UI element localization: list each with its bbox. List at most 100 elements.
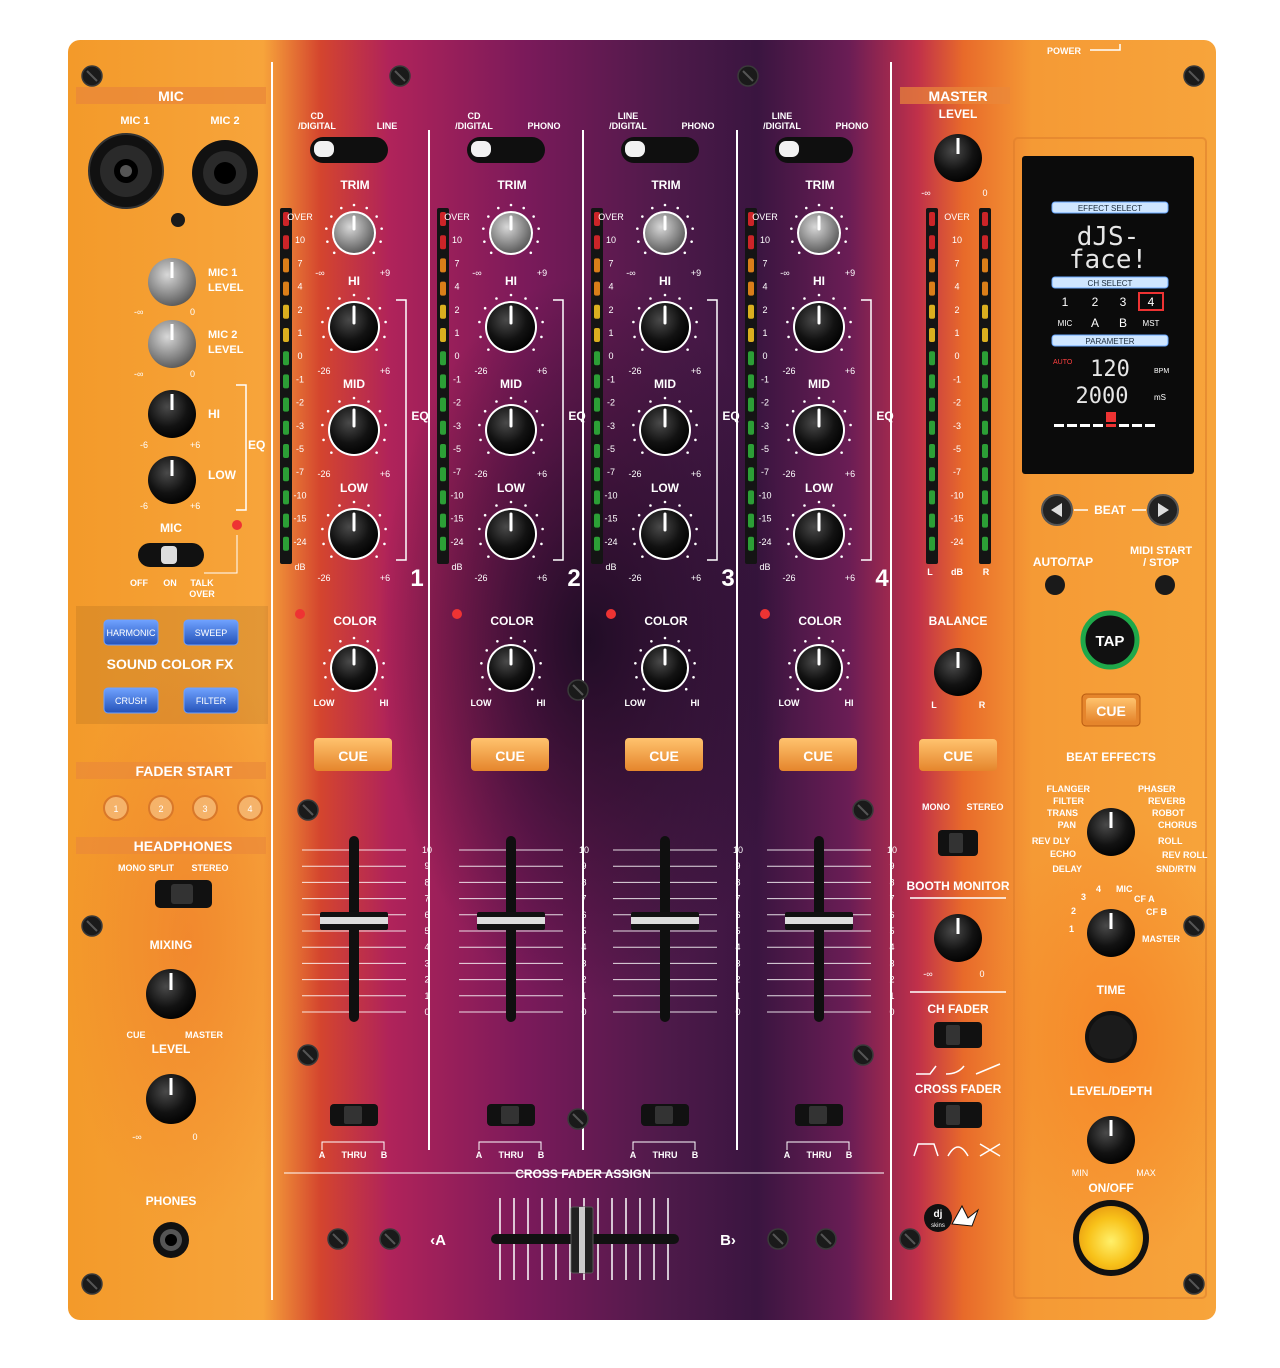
ch2-cue-button[interactable]: CUE — [471, 738, 549, 771]
ch2-meter-tick-1: 10 — [452, 235, 462, 245]
ch3-trim-knob[interactable] — [636, 203, 694, 255]
ch1-input-selector[interactable] — [310, 137, 388, 163]
mic2-jack[interactable] — [192, 140, 258, 206]
cross-fader-assign-title: CROSS FADER ASSIGN — [515, 1167, 651, 1181]
ch3-eq-low-knob[interactable] — [632, 500, 698, 560]
mic-low-knob[interactable] — [148, 456, 196, 504]
beat-right-button[interactable] — [1147, 494, 1179, 526]
phones-jack[interactable] — [153, 1222, 189, 1258]
ch4-eq-mid-knob[interactable] — [786, 396, 852, 456]
fx-harmonic-button[interactable]: HARMONIC — [103, 619, 159, 646]
ch2-color-knob[interactable] — [480, 636, 542, 692]
ch4-cue-label: CUE — [803, 748, 833, 764]
on-off-label: ON/OFF — [1088, 1181, 1133, 1195]
fx-channel-select-knob[interactable] — [1087, 909, 1135, 957]
ch2-trim-knob[interactable] — [482, 203, 540, 255]
ch1-src-left-1: CD — [311, 111, 324, 121]
fader-start-3-button[interactable]: 3 — [192, 795, 218, 821]
headphone-level-knob[interactable] — [146, 1074, 196, 1124]
fx-effect-revdly: REV DLY — [1032, 836, 1070, 846]
display-ch-4-selected: 4 — [1148, 295, 1155, 309]
ch2-trim-min: -∞ — [472, 268, 481, 278]
mic1-level-label-1: MIC 1 — [208, 267, 237, 279]
ch1-eq-low-knob[interactable] — [321, 500, 387, 560]
cross-fader-curve-label: CROSS FADER — [915, 1082, 1002, 1096]
beat-effects-select-knob[interactable] — [1087, 808, 1135, 856]
fx-effect-reverb: REVERB — [1148, 796, 1186, 806]
ch2-channel-fader[interactable] — [477, 836, 545, 1022]
balance-knob[interactable] — [934, 648, 982, 696]
fx-crush-button[interactable]: CRUSH — [103, 687, 159, 714]
ch2-eq-hi-knob[interactable] — [478, 293, 544, 353]
mic-hi-min: -6 — [140, 440, 148, 450]
ch4-input-selector[interactable] — [775, 137, 853, 163]
ch4-color-knob[interactable] — [788, 636, 850, 692]
ch3-crossfader-assign-switch[interactable] — [641, 1104, 689, 1126]
ch1-channel-fader[interactable] — [320, 836, 388, 1022]
ch2-trim-max: +9 — [537, 268, 547, 278]
ch2-eq-mid-knob[interactable] — [478, 396, 544, 456]
ch3-hi-max: +6 — [691, 366, 701, 376]
ch4-eq-low-knob[interactable] — [786, 500, 852, 560]
ch4-channel-fader[interactable] — [785, 836, 853, 1022]
level-depth-knob[interactable] — [1087, 1116, 1135, 1164]
ch3-color-knob[interactable] — [634, 636, 696, 692]
beat-left-button[interactable] — [1041, 494, 1073, 526]
crossfader[interactable] — [491, 1206, 679, 1274]
mono-stereo-switch[interactable] — [938, 830, 978, 856]
ch3-input-selector[interactable] — [621, 137, 699, 163]
ch4-eq-hi-knob[interactable] — [786, 293, 852, 353]
mono-split-switch[interactable] — [155, 880, 212, 908]
ch2-input-selector[interactable] — [467, 137, 545, 163]
cross-fader-curve-switch[interactable] — [934, 1102, 982, 1128]
ch3-eq-hi-knob[interactable] — [632, 293, 698, 353]
bpm-value: 120 — [1090, 357, 1130, 382]
fx-filter-button[interactable]: FILTER — [183, 687, 239, 714]
ch4-cue-button[interactable]: CUE — [779, 738, 857, 771]
ch2-hi-max: +6 — [537, 366, 547, 376]
ch3-cue-button[interactable]: CUE — [625, 738, 703, 771]
ch1-color-knob[interactable] — [323, 636, 385, 692]
mic-on-off-switch[interactable] — [138, 543, 204, 567]
master-level-knob[interactable] — [934, 134, 982, 182]
ch2-eq-low-knob[interactable] — [478, 500, 544, 560]
auto-tap-button[interactable] — [1045, 575, 1065, 595]
tap-button[interactable]: TAP — [1080, 610, 1140, 670]
midi-start-stop-button[interactable] — [1155, 575, 1175, 595]
ch1-trim-knob[interactable] — [325, 203, 383, 255]
fader-start-4-button[interactable]: 4 — [237, 795, 263, 821]
fx-sweep-button[interactable]: SWEEP — [183, 619, 239, 646]
master-cue-button[interactable]: CUE — [919, 739, 997, 771]
booth-monitor-knob[interactable] — [934, 914, 982, 962]
ch1-eq-hi-knob[interactable] — [321, 293, 387, 353]
mic-hi-knob[interactable] — [148, 390, 196, 438]
mixing-cue-label: CUE — [126, 1030, 145, 1040]
fx-on-off-button[interactable] — [1073, 1200, 1149, 1276]
master-meter-tick-14: -24 — [950, 537, 963, 547]
ch3-channel-fader[interactable] — [631, 836, 699, 1022]
ch1-crossfader-assign-switch[interactable] — [330, 1104, 378, 1126]
ch4-fader-tick-10: 0 — [889, 1007, 894, 1017]
ch1-meter-tick-1: 10 — [295, 235, 305, 245]
ch4-trim-knob[interactable] — [790, 203, 848, 255]
mic1-xlr-jack[interactable] — [88, 133, 164, 209]
ch3-mid-label: MID — [654, 377, 676, 391]
mixing-knob[interactable] — [146, 969, 196, 1019]
ch4-low-label: LOW — [805, 481, 834, 495]
svg-text:dj: dj — [934, 1209, 943, 1220]
ch1-cue-button[interactable]: CUE — [314, 738, 392, 771]
mic1-level-knob[interactable] — [148, 258, 196, 306]
ch1-eq-mid-knob[interactable] — [321, 396, 387, 456]
mic2-level-knob[interactable] — [148, 320, 196, 368]
fx-cue-button[interactable]: CUE — [1081, 693, 1141, 727]
ch4-crossfader-assign-switch[interactable] — [795, 1104, 843, 1126]
fader-start-2-button[interactable]: 2 — [148, 795, 174, 821]
ch2-crossfader-assign-switch[interactable] — [487, 1104, 535, 1126]
fader-start-1-button[interactable]: 1 — [103, 795, 129, 821]
ch4-hi-max: +6 — [845, 366, 855, 376]
time-knob[interactable] — [1085, 1011, 1137, 1063]
ch-fader-curve-switch[interactable] — [934, 1022, 982, 1048]
ch3-eq-mid-knob[interactable] — [632, 396, 698, 456]
mic-switch-off: OFF — [130, 578, 148, 588]
